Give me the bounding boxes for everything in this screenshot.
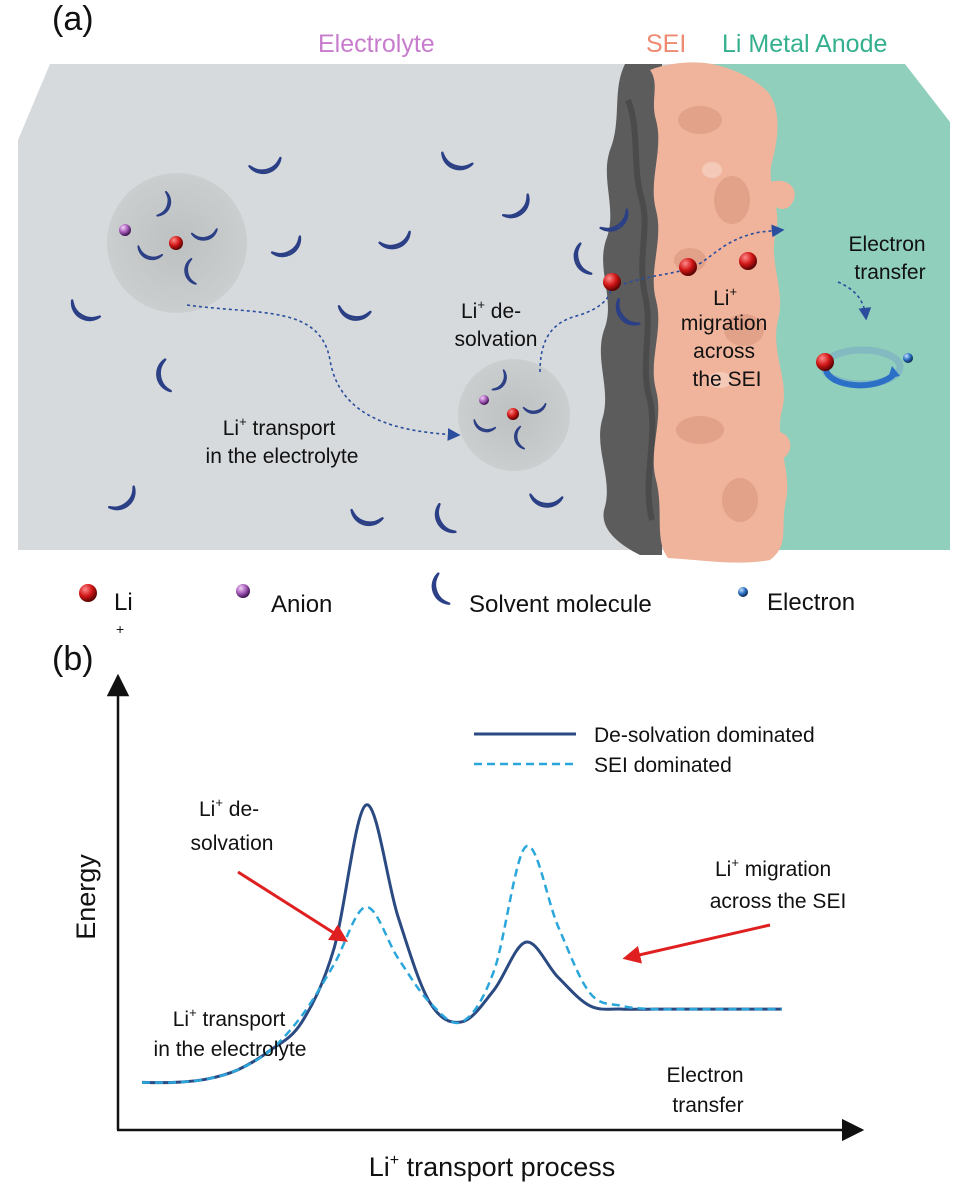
solvation-cluster <box>119 190 220 287</box>
desolvation-path <box>539 284 613 373</box>
anion-legend-label: Anion <box>271 591 332 618</box>
desolvation-arrow <box>237 870 349 942</box>
sei-region <box>650 62 788 563</box>
migration-annotation: Li+ migration across the SEI <box>681 278 773 391</box>
migration-arrow <box>622 923 771 964</box>
anode-label: Li Metal Anode <box>722 30 887 58</box>
electron-transfer-path <box>837 281 872 321</box>
electron-legend-label: Electron <box>767 589 855 616</box>
series-sei-dominated <box>141 844 782 1084</box>
panel-b: (b) Energy Li+ transport process De-solv… <box>52 640 865 1182</box>
sei-shadow <box>600 64 662 555</box>
electron-transfer-annotation-b: Electron transfer <box>667 1064 750 1117</box>
li-legend-superscript: + <box>116 621 124 637</box>
desolvation-annotation-b: Li+ de- solvation <box>191 795 274 855</box>
transport-path <box>186 304 461 441</box>
transport-annotation: Li+ transport in the electrolyte <box>206 414 359 468</box>
legend-label-desolvation: De-solvation dominated <box>594 724 815 747</box>
electron-legend-icon <box>738 587 748 597</box>
electron-transfer-icon <box>816 346 913 389</box>
solvation-cluster <box>470 369 548 451</box>
panel-a: (a) Electrolyte SEI Li Metal Anode <box>18 0 950 563</box>
anion-legend-icon <box>236 584 250 598</box>
li-ion <box>739 252 757 270</box>
electron-transfer-annotation: Electron transfer <box>849 233 932 284</box>
panel-a-label: (a) <box>52 0 94 38</box>
y-axis-label: Energy <box>71 854 101 940</box>
li-ion <box>679 258 697 276</box>
desolvation-annotation: Li+ de- solvation <box>455 297 538 351</box>
legend: Li + Anion Solvent molecule Electron <box>79 572 855 637</box>
transport-annotation-b: Li+ transport in the electrolyte <box>154 1005 307 1061</box>
legend-label-sei: SEI dominated <box>594 754 732 777</box>
solvent-legend-label: Solvent molecule <box>469 591 652 618</box>
li-legend-label: Li <box>114 589 133 616</box>
li-ion <box>603 273 621 291</box>
migration-annotation-b: Li+ migration across the SEI <box>710 855 847 913</box>
panel-b-label: (b) <box>52 640 94 678</box>
electrolyte-label: Electrolyte <box>318 30 435 58</box>
solvent-legend-icon <box>427 572 451 609</box>
electrolyte-region <box>18 64 680 550</box>
x-axis-label: Li+ transport process <box>369 1152 615 1182</box>
li-legend-icon <box>79 584 97 602</box>
sei-label: SEI <box>646 30 686 58</box>
